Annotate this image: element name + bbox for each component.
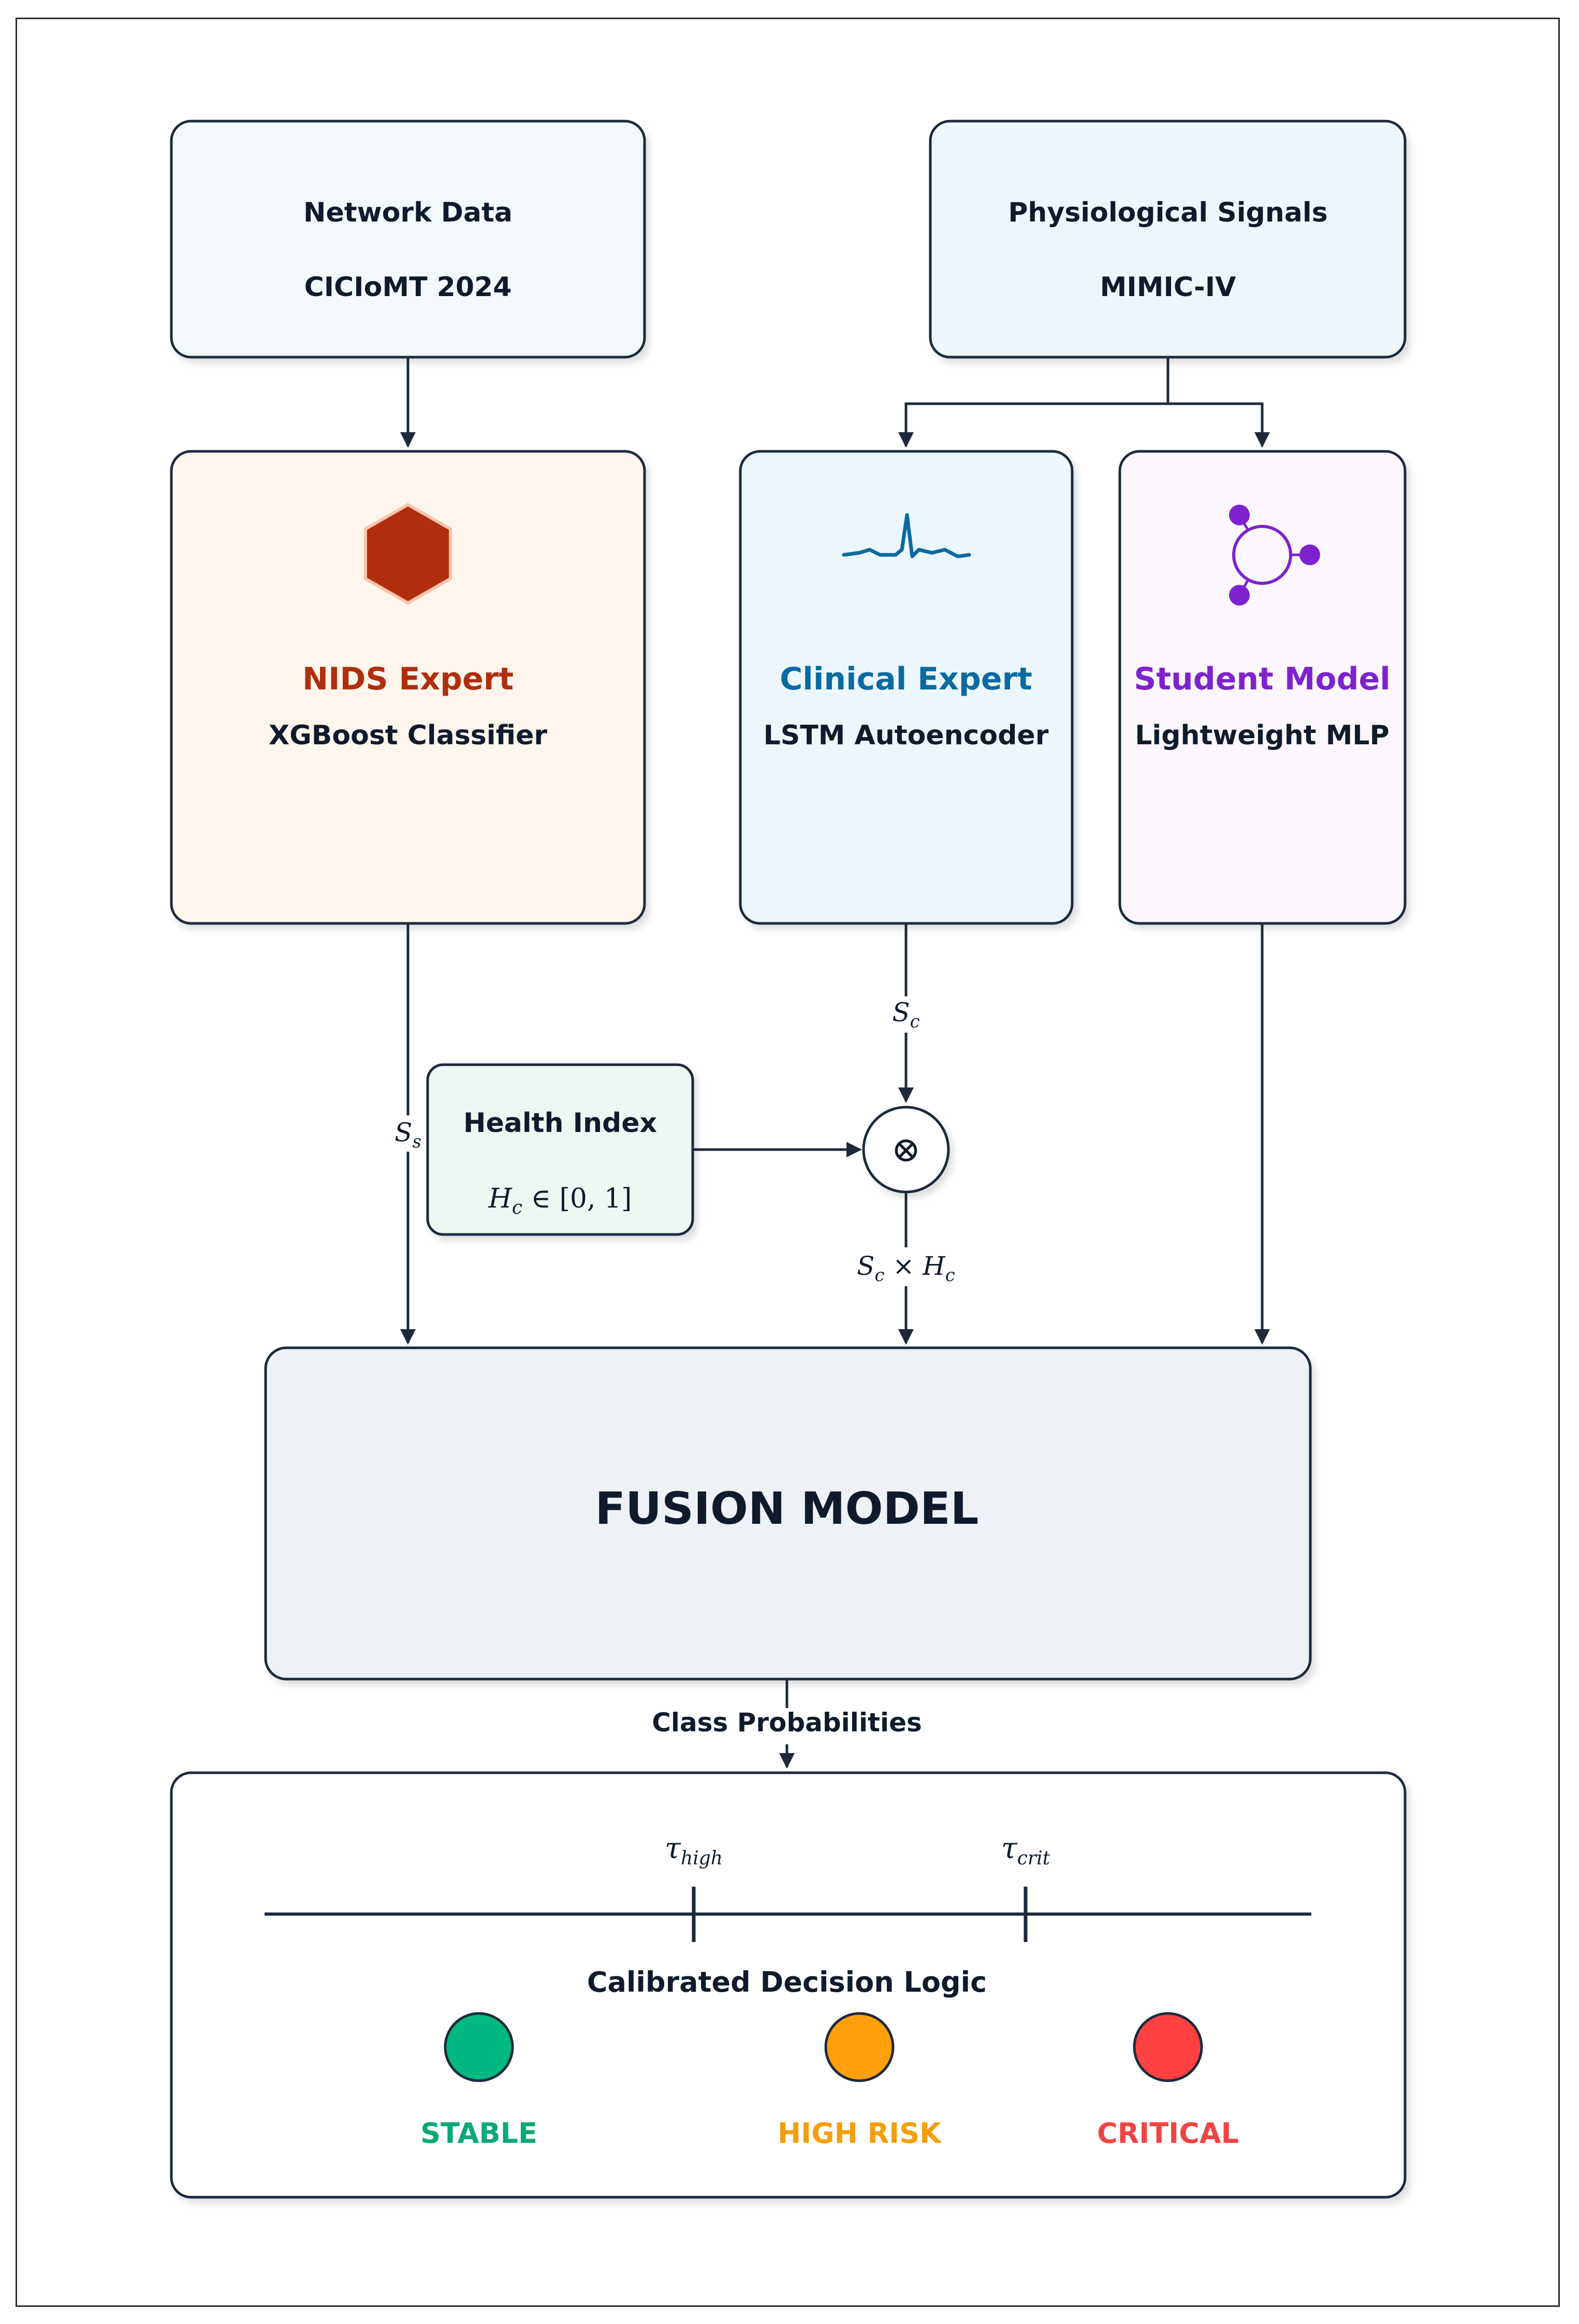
state-label-high-risk: HIGH RISK	[778, 2117, 942, 2150]
physio-signals-dataset: MIMIC-IV	[1100, 272, 1236, 303]
edge-label-s-c-times-h-c: Sc × Hc	[857, 1251, 955, 1286]
edge-physio-to-student	[1168, 402, 1270, 448]
student-model-title: Student Model	[1134, 661, 1391, 697]
node-student-model: Student Model Lightweight MLP	[1118, 450, 1407, 925]
edge-label-s-s: Ss	[394, 1117, 421, 1152]
nids-expert-subtitle: XGBoost Classifier	[269, 720, 547, 751]
state-high-risk: HIGH RISK	[778, 2012, 942, 2150]
node-multiply: ⊗	[862, 1106, 950, 1194]
edge-label-s-c-bg	[883, 996, 929, 1033]
clinical-expert-subtitle: LSTM Autoencoder	[764, 720, 1049, 751]
health-index-formula: Hc ∈ [0, 1]	[488, 1183, 632, 1218]
network-node-icon	[1229, 505, 1320, 606]
clinical-expert-title: Clinical Expert	[780, 661, 1032, 697]
node-network-data: Network Data CICIoMT 2024	[170, 120, 646, 359]
status-indicator-critical	[1133, 2012, 1203, 2082]
node-nids-expert: NIDS Expert XGBoost Classifier	[170, 450, 646, 925]
node-decision-logic: τhigh τcrit Calibrated Decision Logic ST…	[170, 1771, 1407, 2199]
physio-signals-title: Physiological Signals	[1008, 197, 1327, 228]
status-indicator-stable	[444, 2012, 514, 2082]
multiply-symbol: ⊗	[891, 1129, 921, 1170]
node-clinical-expert: Clinical Expert LSTM Autoencoder	[739, 450, 1074, 925]
node-physiological-signals: Physiological Signals MIMIC-IV	[929, 120, 1407, 359]
health-index-title: Health Index	[463, 1108, 657, 1139]
edge-physio-to-clinical	[898, 357, 1169, 448]
status-indicator-high-risk	[824, 2012, 895, 2082]
edges	[400, 357, 1270, 1769]
network-data-title: Network Data	[303, 197, 513, 228]
figure-frame	[16, 18, 1560, 2307]
tau-high-label: τhigh	[665, 1832, 723, 1869]
state-critical: CRITICAL	[1097, 2012, 1239, 2150]
edge-label-class-probabilities: Class Probabilities	[652, 1708, 922, 1738]
tau-crit-label: τcrit	[1001, 1832, 1050, 1869]
fusion-model-title: FUSION MODEL	[595, 1483, 978, 1535]
edge-label-s-c-times-h-c-bg	[852, 1247, 960, 1286]
nids-expert-title: NIDS Expert	[302, 661, 514, 697]
decision-logic-title: Calibrated Decision Logic	[587, 1966, 987, 1998]
edge-label-s-c: Sc	[892, 997, 919, 1032]
network-data-dataset: CICIoMT 2024	[304, 272, 512, 303]
student-model-subtitle: Lightweight MLP	[1135, 720, 1389, 751]
state-stable: STABLE	[420, 2012, 537, 2150]
node-health-index: Health Index Hc ∈ [0, 1]	[426, 1063, 694, 1236]
edge-label-class-probabilities-bg	[647, 1708, 927, 1744]
ecg-waveform-icon	[842, 513, 971, 558]
state-label-critical: CRITICAL	[1097, 2117, 1239, 2150]
state-label-stable: STABLE	[420, 2117, 537, 2150]
node-fusion-model: FUSION MODEL	[264, 1346, 1312, 1681]
hexagon-icon	[364, 503, 452, 605]
edge-label-s-s-bg	[381, 1115, 427, 1152]
